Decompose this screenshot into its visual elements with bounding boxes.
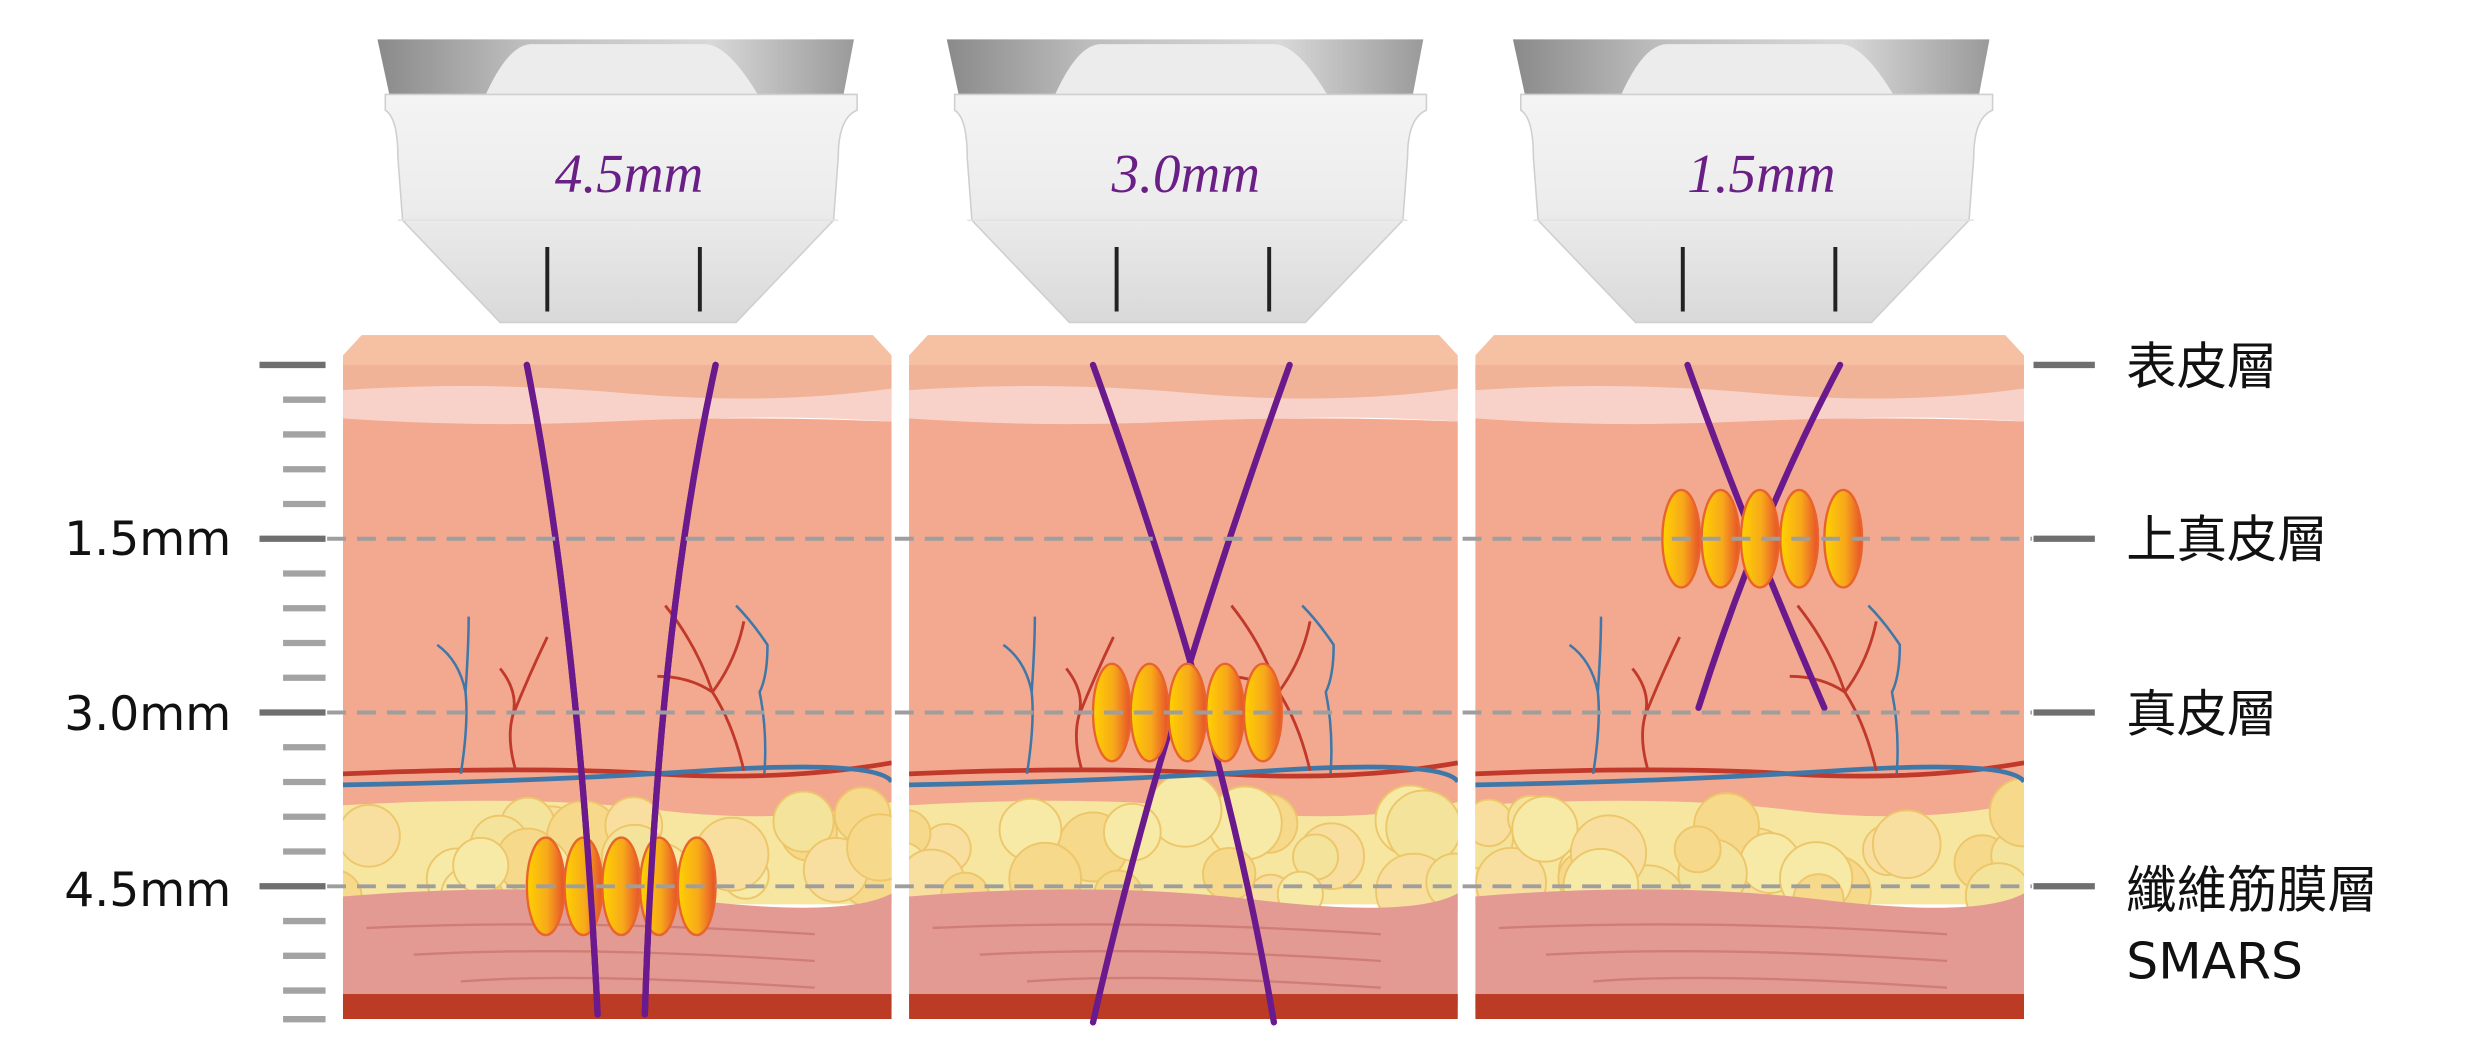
smas-fiber [979, 949, 1381, 963]
capillary-blue [1002, 616, 1037, 775]
layer-label-smas: 纖維筋膜層 [2126, 861, 2378, 920]
cartridge-cap [484, 44, 760, 98]
fat-cell [909, 809, 932, 858]
ultrasound-beam [523, 361, 601, 1018]
basal-layer-band [909, 386, 1458, 430]
basal-layer-band [342, 386, 892, 430]
fat-cell [1673, 825, 1722, 874]
layer-label-dermis: 真皮層 [2126, 684, 2277, 743]
layer-ticks [2033, 361, 2095, 890]
cartridge-cap [1053, 44, 1329, 98]
transducer-cartridge [377, 39, 858, 324]
vein [342, 764, 892, 788]
layer-label-epidermis: 表皮層 [2126, 337, 2277, 396]
capillary-blue [735, 604, 769, 774]
capillary-blue [1568, 616, 1603, 775]
fat-cell [846, 813, 892, 882]
smas-fiber [932, 923, 1381, 936]
probes [377, 39, 1994, 324]
skin-panel [342, 335, 892, 1020]
smas-fiber [1026, 976, 1381, 989]
dermis-layer [1475, 418, 2025, 818]
capillary-blue [1867, 604, 1902, 774]
basal-layer-band [1475, 386, 2025, 430]
capillary-red [499, 636, 549, 772]
fat-cell [1511, 795, 1579, 863]
smas-fiber [1498, 923, 1948, 936]
depth-guide-lines [327, 536, 2032, 889]
skin-panels [342, 335, 2025, 1026]
transducer-cartridge [946, 39, 1428, 324]
smas-fiber [460, 976, 815, 989]
panel-layers [1475, 335, 2025, 1020]
depth-label-1-5: 1.5mm [64, 512, 231, 567]
cartridge-body [384, 93, 858, 324]
fat-cell [1475, 798, 1514, 848]
smas-layer [909, 889, 1458, 1007]
capillary-red [1631, 636, 1681, 772]
cartridge-body [953, 93, 1428, 324]
muscle-layer [909, 994, 1458, 1020]
skin-panel [909, 335, 1458, 1026]
smas-layer [342, 889, 892, 1007]
skin-panel [1475, 335, 2025, 1020]
cartridge-cap [1619, 44, 1896, 98]
capillary-blue [436, 616, 470, 775]
probe-label-4-5: 4.5mm [555, 143, 703, 204]
transducer-cartridge [1512, 39, 1994, 324]
cartridge-body [1520, 93, 1994, 324]
layer-label-smas-en: SMARS [2126, 931, 2303, 990]
fat-cell [772, 790, 835, 853]
muscle-layer [342, 994, 892, 1020]
depth-ruler [259, 361, 326, 1023]
dermis-layer [342, 418, 892, 818]
probe-label-3-0: 3.0mm [1111, 143, 1260, 204]
probe-label-1-5: 1.5mm [1687, 143, 1835, 204]
smas-layer [1475, 889, 2025, 1007]
smas-fiber [1593, 976, 1948, 989]
panel-layers [909, 335, 1458, 1020]
depth-label-3-0: 3.0mm [64, 687, 231, 742]
capillary-blue [1301, 604, 1335, 774]
fat-cell [1871, 809, 1942, 879]
fat-cell [342, 804, 401, 868]
vein [1475, 764, 2025, 788]
smas-fiber [1545, 949, 1948, 963]
depth-label-4-5: 4.5mm [64, 863, 231, 918]
fat-cell [1988, 777, 2025, 848]
muscle-layer [1475, 994, 2025, 1020]
vein [909, 764, 1458, 788]
capillary-red [1065, 636, 1115, 772]
layer-label-upper-dermis: 上真皮層 [2126, 510, 2327, 569]
ultrasound-beam [641, 361, 719, 1018]
dermis-layer [909, 418, 1458, 818]
